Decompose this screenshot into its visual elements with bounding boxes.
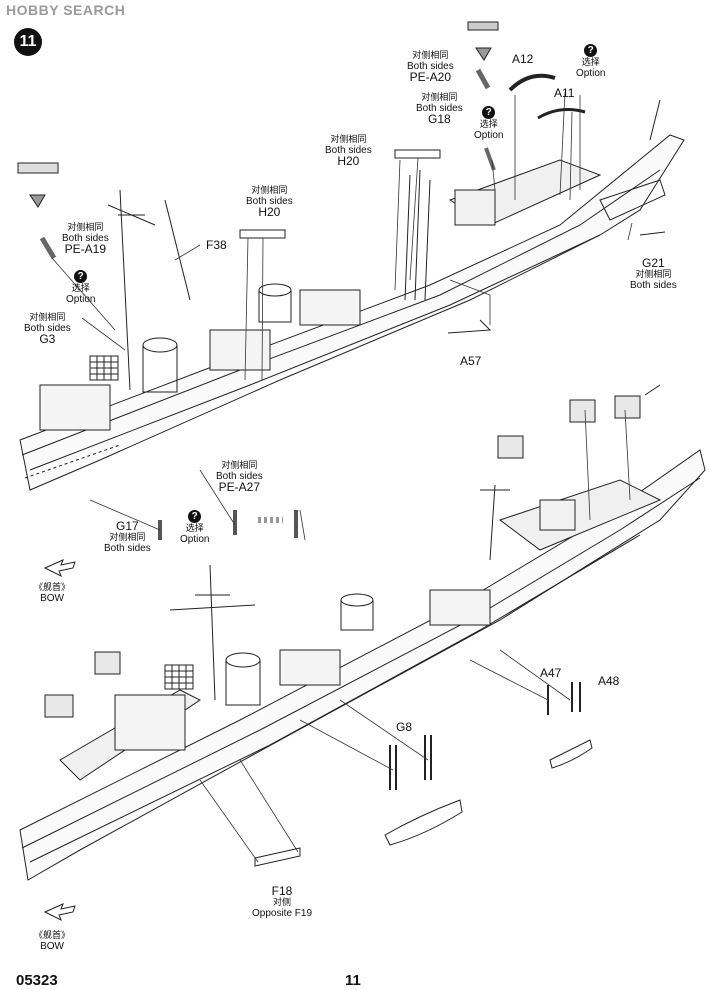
upper-parts [17, 21, 666, 334]
lower-ship-superstructure [44, 384, 661, 751]
label-g17: G17 对侧相同 Both sides [104, 519, 151, 554]
lower-leader-lines [89, 409, 631, 863]
label-option-low: ? 选择 Option [180, 510, 210, 545]
label-g3: 对侧相同 Both sides G3 [24, 312, 71, 346]
label-a47: A47 [540, 666, 562, 680]
label-option-left: ? 选择 Option [66, 270, 96, 305]
lower-ship-hull [19, 449, 706, 881]
question-icon: ? [482, 106, 496, 119]
label-a48: A48 [598, 674, 620, 688]
question-icon: ? [188, 510, 202, 523]
watermark: HOBBY SEARCH [6, 2, 126, 18]
label-f38: F38 [206, 238, 227, 252]
question-icon: ? [584, 44, 598, 57]
label-g21: G21 对侧相同 Both sides [630, 256, 677, 291]
label-pe-a19: 对侧相同 Both sides PE-A19 [62, 222, 109, 256]
label-a57: A57 [460, 354, 482, 368]
label-pe-a20: 对侧相同 Both sides PE-A20 [407, 50, 454, 84]
upper-ship-superstructure [39, 99, 661, 431]
lower-parts [43, 510, 593, 922]
label-h20-mid: 对侧相同 Both sides H20 [325, 134, 372, 168]
label-bow-top: 《舰首》 BOW [34, 582, 71, 604]
label-f18: F18 对侧 Opposite F19 [252, 884, 313, 919]
label-h20-left: 对侧相同 Both sides H20 [246, 185, 293, 219]
label-a11: A11 [554, 86, 575, 100]
label-a12: A12 [512, 52, 534, 66]
label-pe-a27: 对侧相同 Both sides PE-A27 [216, 460, 263, 494]
label-option-mid: ? 选择 Option [474, 106, 504, 141]
page-number: 11 [345, 972, 361, 989]
question-icon: ? [74, 270, 88, 283]
label-g8: G8 [396, 720, 413, 734]
label-bow-bottom: 《舰首》 BOW [34, 930, 71, 952]
product-code: 05323 [16, 972, 58, 989]
label-g18: 对侧相同 Both sides G18 [416, 92, 463, 126]
label-option-right: ? 选择 Option [576, 44, 606, 79]
step-number-badge: 11 [14, 28, 42, 56]
upper-leader-lines [51, 91, 633, 381]
